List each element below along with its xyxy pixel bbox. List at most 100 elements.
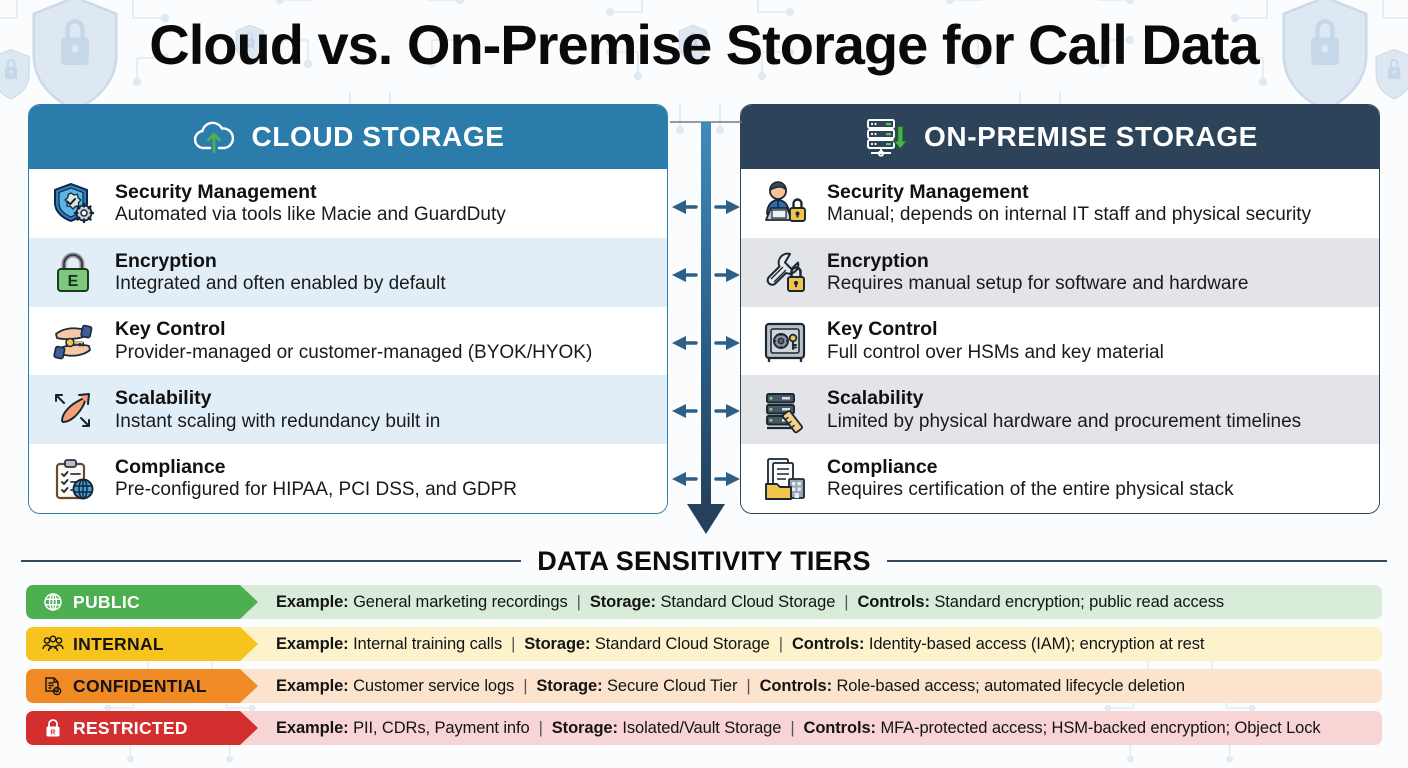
heading-text: DATA SENSITIVITY TIERS (537, 545, 871, 576)
cloud-storage-rows: Security Management Automated via tools … (29, 169, 667, 513)
tier-example-value: PII, CDRs, Payment info (353, 718, 530, 737)
tier-example-label: Example: (276, 676, 349, 695)
tier-controls-label: Controls: (857, 592, 930, 611)
row-title: Scalability (827, 387, 924, 410)
tier-label-confidential: C CONFIDENTIAL (26, 669, 258, 703)
row-description: Limited by physical hardware and procure… (827, 410, 1302, 432)
tier-controls-value: Standard encryption; public read access (934, 592, 1224, 611)
tier-example-label: Example: (276, 592, 349, 611)
cloud-storage-panel-title: CLOUD STORAGE (251, 121, 505, 152)
row-title: Compliance (827, 455, 938, 478)
comparison-row: Compliance Pre-configured for HIPAA, PCI… (29, 444, 667, 513)
clipboard-globe-icon (45, 451, 101, 507)
heading-rule-right (886, 559, 1387, 563)
tier-controls-label: Controls: (759, 676, 833, 695)
tier-controls-value: MFA-protected access; HSM-backed encrypt… (880, 718, 1321, 737)
comparison-row: E Encryption Integrated and often enable… (29, 237, 667, 307)
tier-storage-label: Storage: (551, 718, 618, 737)
tier-separator: | (523, 676, 528, 695)
comparison-row: Security Management Manual; depends on i… (741, 169, 1379, 238)
tier-row-internal: INTERNAL Example: Internal training call… (26, 627, 1382, 661)
tier-separator: | (511, 634, 516, 653)
server-download-icon (867, 119, 908, 157)
tier-storage-value: Standard Cloud Storage (660, 592, 836, 611)
cloud-storage-panel-header: CLOUD STORAGE (29, 105, 667, 169)
comparison-row: Security Management Automated via tools … (29, 169, 667, 238)
row-title: Scalability (115, 387, 212, 410)
row-description: Provider-managed or customer-managed (BY… (115, 341, 593, 363)
on-premise-storage-panel: ON-PREMISE STORAGE Security Management (740, 104, 1380, 514)
padlock-r-icon: R (42, 717, 64, 739)
row-description: Requires certification of the entire phy… (827, 479, 1234, 501)
tier-example-value: General marketing recordings (353, 592, 568, 611)
tier-storage-value: Isolated/Vault Storage (622, 718, 782, 737)
people-group-icon (42, 633, 64, 655)
tier-name: INTERNAL (73, 633, 164, 654)
data-sensitivity-tiers-heading: DATA SENSITIVITY TIERS (0, 543, 1408, 579)
row-description: Automated via tools like Macie and Guard… (115, 204, 506, 226)
tier-label-restricted: R RESTRICTED (26, 711, 258, 745)
svg-text:C: C (55, 689, 59, 695)
tier-row-public: PUBLIC Example: General marketing record… (26, 585, 1382, 619)
comparison-row: Scalability Limited by physical hardware… (741, 375, 1379, 445)
row-title: Key Control (115, 318, 226, 341)
tier-separator: | (576, 592, 581, 611)
cloud-upload-icon (194, 121, 235, 154)
it-staff-laptop-lock-icon (757, 175, 813, 231)
tier-controls-label: Controls: (803, 718, 877, 737)
comparison-row: Scalability Instant scaling with redunda… (29, 375, 667, 445)
tier-body-public: Example: General marketing recordings | … (258, 585, 1382, 619)
on-premise-storage-rows: Security Management Manual; depends on i… (741, 169, 1379, 513)
tier-storage-label: Storage: (589, 592, 656, 611)
tier-example-value: Internal training calls (353, 634, 503, 653)
heading-rule-left (21, 559, 522, 563)
shield-gear-icon (45, 175, 101, 231)
tier-name: CONFIDENTIAL (73, 675, 207, 696)
expand-arrow-icon (45, 382, 101, 438)
tier-storage-value: Standard Cloud Storage (594, 634, 770, 653)
comparison-row: Compliance Requires certification of the… (741, 444, 1379, 513)
safe-vault-key-icon (757, 313, 813, 369)
row-description: Instant scaling with redundancy built in (115, 410, 441, 432)
documents-building-icon (757, 451, 813, 507)
tier-row-confidential: C CONFIDENTIAL Example: Customer service… (26, 669, 1382, 703)
row-description: Full control over HSMs and key material (827, 341, 1164, 363)
tier-body-restricted: Example: PII, CDRs, Payment info | Stora… (258, 711, 1382, 745)
comparison-row: Encryption Requires manual setup for sof… (741, 237, 1379, 307)
tier-separator: | (778, 634, 783, 653)
tier-example-label: Example: (276, 634, 349, 653)
row-title: Encryption (115, 249, 217, 272)
tier-separator: | (844, 592, 849, 611)
comparison-row: Key Control Full control over HSMs and k… (741, 306, 1379, 376)
svg-text:R: R (50, 729, 55, 736)
tier-separator: | (746, 676, 751, 695)
tier-controls-label: Controls: (791, 634, 865, 653)
svg-text:E: E (68, 273, 79, 290)
row-title: Key Control (827, 318, 938, 341)
tier-storage-label: Storage: (536, 676, 603, 695)
tier-label-public: PUBLIC (26, 585, 258, 619)
row-title: Security Management (115, 180, 317, 203)
row-description: Pre-configured for HIPAA, PCI DSS, and G… (115, 479, 517, 501)
row-description: Requires manual setup for software and h… (827, 272, 1249, 294)
tier-storage-label: Storage: (524, 634, 591, 653)
row-title: Encryption (827, 249, 929, 272)
green-padlock-e-icon: E (45, 244, 101, 300)
tier-storage-value: Secure Cloud Tier (607, 676, 738, 695)
document-copyright-icon: C (42, 675, 64, 697)
page-title: Cloud vs. On-Premise Storage for Call Da… (149, 13, 1259, 76)
row-title: Compliance (115, 455, 226, 478)
bidirectional-comparison-arrows (670, 121, 742, 534)
globe-icon (42, 591, 64, 613)
tier-example-label: Example: (276, 718, 349, 737)
tier-separator: | (538, 718, 543, 737)
row-description: Manual; depends on internal IT staff and… (827, 204, 1312, 226)
on-premise-storage-panel-header: ON-PREMISE STORAGE (741, 105, 1379, 169)
wrench-padlock-icon (757, 244, 813, 300)
tier-controls-value: Identity-based access (IAM); encryption … (868, 634, 1205, 653)
tier-name: PUBLIC (73, 591, 140, 612)
tier-example-value: Customer service logs (353, 676, 515, 695)
tier-body-internal: Example: Internal training calls | Stora… (258, 627, 1382, 661)
server-rack-ruler-icon (757, 382, 813, 438)
tier-separator: | (790, 718, 795, 737)
